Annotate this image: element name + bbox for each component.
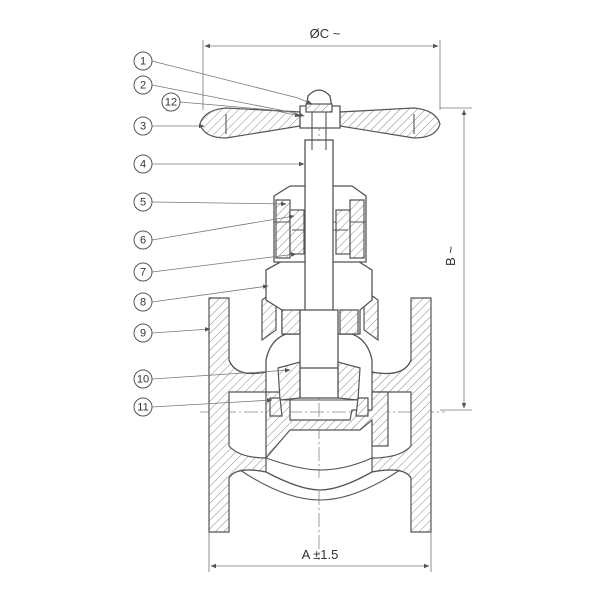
callout-number: 2 [140, 80, 146, 92]
callout-11: 11 [133, 397, 273, 417]
callout-circle [133, 230, 153, 250]
callout-circle [133, 292, 153, 312]
callout-number: 10 [137, 374, 149, 386]
valve-body [208, 259, 432, 533]
callout-leader-line [179, 101, 301, 118]
callout-circle [133, 397, 153, 417]
callout-number: 4 [140, 159, 146, 171]
callout-number: 8 [140, 297, 146, 309]
callout-9: 9 [133, 323, 211, 343]
callout-leader-line [151, 60, 313, 105]
handwheel [199, 105, 441, 139]
callout-leader-line [151, 201, 287, 207]
callout-number: 11 [137, 402, 148, 414]
valve-stem [299, 139, 339, 371]
callout-number: 3 [140, 121, 146, 133]
dimension-c: ØC ~ [202, 26, 441, 110]
callout-leader-line [151, 327, 211, 334]
callout-4: 4 [133, 154, 305, 174]
callout-12: 12 [161, 92, 301, 118]
callout-leader-line [151, 368, 291, 380]
callout-circle [133, 192, 153, 212]
callout-circle [133, 323, 153, 343]
callout-1: 1 [133, 51, 313, 105]
dimension-b-label: B ~ [443, 246, 458, 266]
dimension-c-label: ØC ~ [310, 26, 341, 41]
valve-seat [269, 397, 369, 417]
callout-circle [133, 262, 153, 282]
callout-3: 3 [133, 116, 205, 136]
dimension-a-label: A ±1.5 [302, 547, 339, 562]
callout-circle [161, 92, 181, 112]
callout-number: 12 [165, 97, 177, 109]
callout-8: 8 [133, 284, 269, 312]
packing [289, 209, 351, 255]
callout-leader-line [151, 252, 297, 273]
dimension-b: B ~ [440, 107, 472, 411]
callout-number: 6 [140, 235, 146, 247]
callout-number: 9 [140, 328, 146, 340]
callout-leader-line [151, 214, 295, 241]
callout-circle [133, 154, 153, 174]
callout-10: 10 [133, 368, 291, 389]
callout-5: 5 [133, 192, 287, 212]
callout-circle [133, 75, 153, 95]
callout-leader-line [151, 398, 273, 408]
callout-number: 5 [140, 197, 146, 209]
callout-circle [133, 369, 153, 389]
callout-circle [133, 51, 153, 71]
callout-number: 7 [140, 267, 146, 279]
callout-leader-line [151, 284, 269, 303]
valve-disc [277, 361, 361, 401]
dimension-a: A ±1.5 [208, 525, 432, 572]
callout-number: 1 [140, 56, 146, 68]
callout-7: 7 [133, 252, 297, 282]
callout-6: 6 [133, 214, 295, 250]
callout-circle [133, 116, 153, 136]
